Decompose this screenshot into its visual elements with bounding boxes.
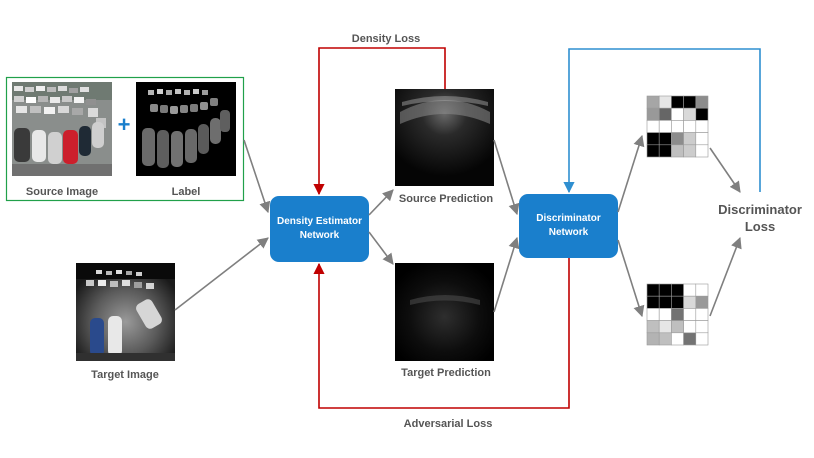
arrow-disc-to-top-grid xyxy=(617,134,645,213)
grid-cell xyxy=(646,295,660,309)
adversarial-loss-label: Adversarial Loss xyxy=(404,418,493,430)
grid-cell xyxy=(658,95,672,109)
discriminator-loss-path xyxy=(563,48,761,194)
grid-cell xyxy=(658,332,672,346)
target-image-label: Target Image xyxy=(91,369,159,381)
arrow-source-to-estimator xyxy=(243,139,271,214)
grid-cell xyxy=(683,308,697,321)
grid-cell xyxy=(658,295,672,309)
grid-cell xyxy=(658,120,672,133)
grid-cell xyxy=(646,144,660,158)
grid-cell xyxy=(695,132,709,146)
label-image-label: Label xyxy=(172,186,201,198)
grid-cell xyxy=(695,308,709,321)
arrow-disc-to-bottom-grid xyxy=(617,239,645,318)
grid-cell xyxy=(695,120,709,133)
grid-cell xyxy=(683,144,697,158)
grid-cell xyxy=(646,283,660,297)
grid-cell xyxy=(695,283,709,297)
arrow-target-to-estimator xyxy=(174,237,269,311)
density-loss-label: Density Loss xyxy=(352,33,420,45)
grid-cell xyxy=(658,320,672,334)
grid-cell xyxy=(683,107,697,121)
arrow-estimator-to-source-pred xyxy=(368,189,394,216)
source-group-border xyxy=(5,76,245,202)
discriminator-line1: Discriminator xyxy=(536,213,601,224)
plus-sign: + xyxy=(118,112,131,137)
arrow-estimator-to-target-pred xyxy=(368,231,394,265)
density-estimator-network: Density Estimator Network xyxy=(270,196,369,262)
grid-cell xyxy=(646,107,660,121)
arrow-top-grid-to-loss xyxy=(709,147,741,193)
adversarial-loss-path xyxy=(313,258,570,409)
grid-cell xyxy=(671,107,684,121)
target-prediction-label: Target Prediction xyxy=(401,367,491,379)
source-image-label: Source Image xyxy=(26,186,98,198)
grid-cell xyxy=(695,144,709,158)
grid-cell xyxy=(646,132,660,146)
grid-cell xyxy=(646,120,660,133)
grid-cell xyxy=(683,320,697,334)
target-prediction-image xyxy=(395,263,494,361)
source-prediction-label: Source Prediction xyxy=(399,193,493,205)
grid-cell xyxy=(671,308,684,321)
grid-cell xyxy=(683,120,697,133)
grid-cell xyxy=(683,332,697,346)
density-loss-path xyxy=(313,47,446,196)
grid-cell xyxy=(671,95,684,109)
grid-cell xyxy=(695,107,709,121)
grid-cell xyxy=(646,95,660,109)
flow-arrows xyxy=(174,134,742,318)
grid-cell xyxy=(658,107,672,121)
discriminator-network: Discriminator Network xyxy=(519,194,618,258)
arrow-target-pred-to-disc xyxy=(493,236,520,313)
source-image xyxy=(12,82,112,176)
grid-cell xyxy=(695,295,709,309)
discriminator-loss-label-line1: Discriminator xyxy=(718,202,802,217)
grid-cell xyxy=(658,132,672,146)
arrow-bottom-grid-to-loss xyxy=(709,236,742,317)
grid-cell xyxy=(671,132,684,146)
grid-cell xyxy=(695,320,709,334)
grid-cell xyxy=(683,95,697,109)
arrow-source-pred-to-disc xyxy=(493,139,520,216)
grid-cell xyxy=(683,283,697,297)
grid-cell xyxy=(646,320,660,334)
source-prediction-image xyxy=(395,89,494,186)
grid-cell xyxy=(683,132,697,146)
discriminator-loss-label-line2: Loss xyxy=(745,219,775,234)
grid-cell xyxy=(646,308,660,321)
grid-cell xyxy=(658,283,672,297)
grid-cell xyxy=(671,320,684,334)
density-estimator-line2: Network xyxy=(300,230,340,241)
grid-cell xyxy=(671,295,684,309)
grid-cell xyxy=(658,308,672,321)
grid-cell xyxy=(671,332,684,346)
grid-cell xyxy=(646,332,660,346)
grid-cell xyxy=(671,283,684,297)
grid-cell xyxy=(671,120,684,133)
target-image xyxy=(76,263,175,361)
grid-cell xyxy=(695,332,709,346)
grid-cell xyxy=(671,144,684,158)
discriminator-line2: Network xyxy=(549,227,589,238)
density-estimator-line1: Density Estimator xyxy=(277,216,362,227)
grid-cell xyxy=(658,144,672,158)
grid-cell xyxy=(695,95,709,109)
grid-cell xyxy=(683,295,697,309)
discriminator-output-grid-top xyxy=(646,95,709,158)
discriminator-output-grid-bottom xyxy=(646,283,709,346)
label-image xyxy=(136,82,236,176)
